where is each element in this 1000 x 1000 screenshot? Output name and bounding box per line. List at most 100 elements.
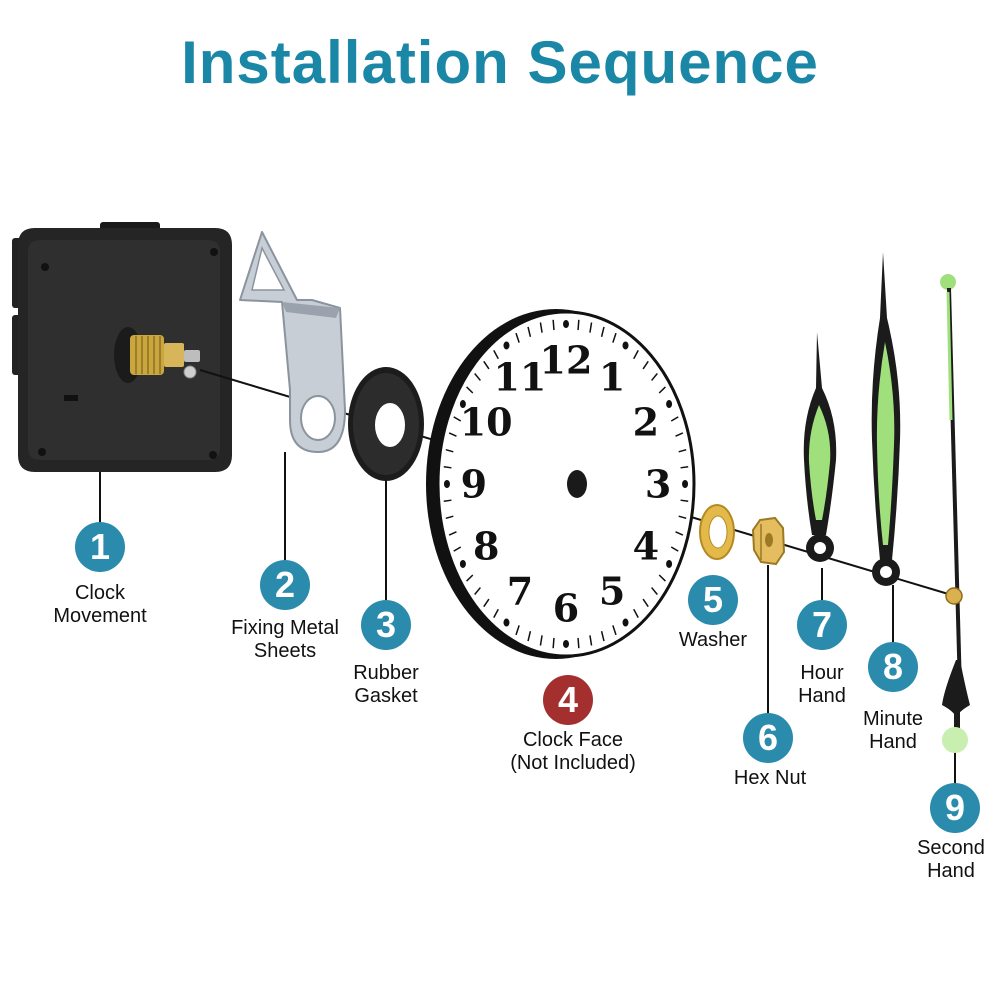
dial-minute-tick — [670, 416, 679, 422]
dial-hour-dot — [666, 400, 673, 409]
dial-minute-tick — [642, 360, 649, 370]
dial-minute-tick — [658, 386, 666, 394]
label-line: Sheets — [253, 640, 317, 662]
dial-minute-tick — [552, 319, 555, 331]
dial-minute-tick — [466, 574, 474, 582]
dial-hour-dot — [666, 559, 673, 568]
dial-minute-tick — [515, 332, 520, 343]
dial-minute-tick — [527, 631, 532, 642]
dial-minute-tick — [589, 322, 593, 333]
dial-hour-dot — [622, 341, 629, 350]
dial-minute-tick — [493, 608, 499, 618]
dial-numeral: 10 — [460, 400, 513, 445]
dial-hour-dot — [563, 639, 569, 648]
dial-minute-tick — [527, 326, 532, 337]
label-washer: Washer — [660, 629, 766, 652]
step-badge-5: 5 — [688, 575, 738, 625]
label-clock-movement: Clock Movement — [30, 582, 170, 628]
dial-numeral: 4 — [633, 523, 659, 568]
label-line: Clock Face — [522, 729, 624, 751]
dial-minute-tick — [612, 625, 617, 636]
step-badge-7: 7 — [797, 600, 847, 650]
label-line: Minute — [862, 708, 924, 730]
step-badge-8: 8 — [868, 642, 918, 692]
dial-ticks — [443, 319, 689, 649]
dial-hour-dot — [563, 320, 569, 329]
dial-numeral: 2 — [633, 400, 659, 445]
dial-minute-tick — [675, 432, 684, 437]
dial-numeral: 12 — [540, 338, 593, 383]
label-line: Washer — [678, 629, 748, 651]
step-badge-9: 9 — [930, 783, 980, 833]
step-badge-2: 2 — [260, 560, 310, 610]
dial-numeral: 1 — [599, 354, 625, 399]
metal-bracket-icon — [239, 231, 346, 453]
dial-minute-tick — [453, 546, 462, 552]
dial-hour-dot — [459, 400, 466, 409]
label-line: Gasket — [354, 685, 418, 707]
leader-lines — [99, 452, 956, 783]
label-hour-hand: Hour Hand — [772, 662, 872, 708]
label-fixing-metal-sheets: Fixing Metal Sheets — [205, 617, 365, 663]
label-line: Movement — [53, 605, 147, 627]
dial-minute-tick — [493, 350, 499, 360]
dial-hour-dot — [622, 618, 629, 627]
label-line: Hex Nut — [733, 767, 807, 789]
dial-hour-dot — [503, 341, 510, 350]
dial-minute-tick — [633, 350, 639, 360]
label-line: (Not Included) — [510, 752, 636, 774]
dial-hour-dot — [443, 480, 450, 488]
label-second-hand: Second Hand — [904, 837, 998, 883]
dial-numeral: 7 — [507, 569, 533, 614]
dial-numeral: 3 — [645, 462, 671, 507]
hex-nut-icon — [751, 516, 786, 566]
label-clock-face: Clock Face (Not Included) — [488, 729, 658, 775]
step-badge-4: 4 — [543, 675, 593, 725]
clock-movement-icon — [12, 222, 232, 472]
dial-numeral: 9 — [461, 462, 487, 507]
dial-minute-tick — [670, 546, 679, 552]
label-line: Second — [917, 837, 985, 859]
dial-minute-tick — [483, 598, 490, 608]
dial-minute-tick — [474, 587, 481, 595]
dial-minute-tick — [448, 432, 457, 437]
label-line: Fixing Metal — [231, 617, 339, 639]
label-line: Hour — [800, 662, 844, 684]
dial-minute-tick — [539, 635, 543, 646]
dial-hour-dot — [682, 480, 689, 488]
dial-minute-tick — [445, 515, 454, 520]
second-hand-icon — [940, 274, 970, 753]
dial-minute-tick — [552, 637, 555, 649]
dial-minute-tick — [577, 319, 580, 331]
dial-minute-tick — [600, 326, 605, 337]
label-minute-hand: Minute Hand — [838, 708, 948, 754]
label-hex-nut: Hex Nut — [715, 767, 825, 790]
label-line: Rubber — [353, 662, 419, 684]
minute-hand-icon — [871, 252, 901, 586]
dial-numeral: 8 — [473, 523, 499, 568]
dial-minute-tick — [642, 598, 649, 608]
dial-minute-tick — [678, 515, 687, 520]
dial-minute-tick — [474, 373, 481, 381]
dial-numeral: 11 — [493, 354, 546, 399]
dial-minute-tick — [680, 499, 689, 503]
dial-minute-tick — [448, 531, 457, 536]
dial-minute-tick — [678, 448, 687, 453]
dial-minute-tick — [651, 587, 658, 595]
dial-minute-tick — [539, 322, 543, 333]
dial-minute-tick — [600, 631, 605, 642]
dial-minute-tick — [443, 499, 452, 503]
dial-hour-dot — [459, 559, 466, 568]
dial-hour-dot — [503, 618, 510, 627]
label-line: Hand — [798, 685, 846, 707]
step-badge-1: 1 — [75, 522, 125, 572]
dial-minute-tick — [483, 360, 490, 370]
dial-minute-tick — [445, 448, 454, 453]
dial-minute-tick — [515, 625, 520, 636]
dial-minute-tick — [577, 637, 580, 649]
dial-minute-tick — [658, 574, 666, 582]
step-badge-6: 6 — [743, 713, 793, 763]
label-line: Clock — [74, 582, 125, 604]
